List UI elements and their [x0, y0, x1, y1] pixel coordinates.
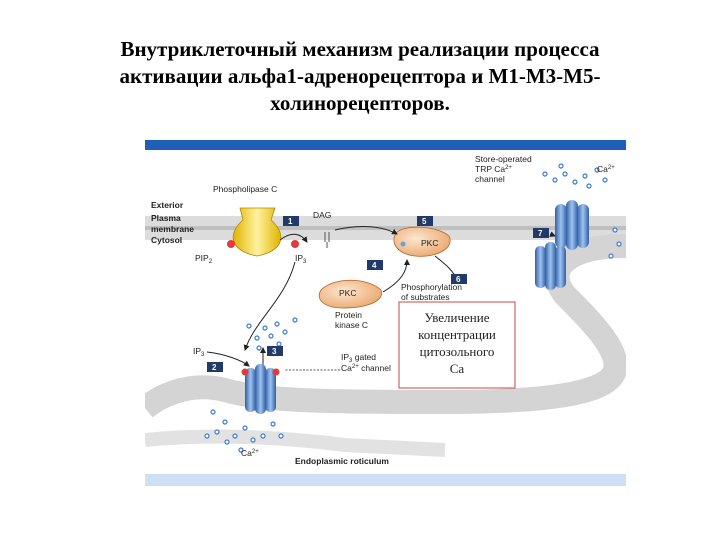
- step-badge-2: 2: [207, 362, 223, 372]
- arrow-store-channel: [549, 231, 556, 237]
- title-line-1: Внутриклеточный механизм реализации проц…: [120, 37, 600, 61]
- arrow-pkc-up: [382, 259, 410, 293]
- calcium-ions: [204, 163, 622, 453]
- label-trp-channel: TRP Ca2+: [475, 164, 512, 174]
- step-badge-6: 6: [451, 274, 467, 284]
- pip2-head: [227, 240, 235, 248]
- figure-top-bar: [145, 140, 626, 150]
- annotation-line-3: цитозольного: [420, 344, 495, 359]
- figure-bottom-bar: [145, 474, 626, 486]
- ip3-head: [291, 240, 299, 248]
- arrow-ip3-channel: [206, 351, 250, 367]
- annotation-line-2: концентрации: [418, 327, 496, 342]
- label-store-operated: Store-operated: [475, 154, 532, 164]
- label-phospholipase-c: Phospholipase C: [213, 184, 277, 194]
- pkc-membrane: [393, 226, 451, 257]
- label-ip3-left: IP3: [193, 346, 205, 358]
- label-pkc-cytosol: PKC: [339, 288, 356, 298]
- annotation-line-4: Са: [450, 361, 465, 376]
- label-ca-channel: Ca2+ channel: [341, 363, 391, 373]
- arrow-plc-ip3: [279, 233, 308, 243]
- step-5: 5: [422, 217, 427, 226]
- label-ca-bottom: Ca2+: [241, 448, 259, 458]
- label-dag: DAG: [313, 210, 331, 220]
- step-badge-1: 1: [283, 216, 299, 226]
- label-exterior: Exterior: [151, 200, 184, 210]
- store-operated-channel-lower: [535, 242, 566, 290]
- label-substrates: of substrates: [401, 292, 450, 302]
- arrow-dag-pkc: [334, 226, 398, 235]
- signaling-diagram: 1 2 3 4 5 6 7 Phospholipase C Exterior P…: [145, 140, 626, 486]
- calcium-increase-annotation: Увеличение концентрации цитозольного Са: [398, 301, 516, 389]
- title-line-3: холинорецепторов.: [270, 91, 450, 115]
- store-operated-channel-upper: [555, 200, 589, 250]
- label-channel: channel: [475, 174, 505, 184]
- dag-tail: [324, 232, 330, 248]
- label-kinase-c: kinase C: [335, 320, 368, 330]
- step-3: 3: [272, 347, 277, 356]
- step-2: 2: [212, 363, 217, 372]
- membrane-inner-line: [145, 226, 626, 230]
- label-membrane: membrane: [151, 224, 194, 234]
- label-protein: Protein: [335, 310, 362, 320]
- ip3-gated-channel: [241, 364, 280, 414]
- label-ip3-top: IP3: [295, 253, 307, 265]
- step-badge-3: 3: [267, 346, 283, 356]
- step-badge-5: 5: [417, 216, 433, 226]
- label-pkc-membrane: PKC: [421, 238, 438, 248]
- slide-title: Внутриклеточный механизм реализации проц…: [60, 36, 660, 117]
- er-lumen-floor: [145, 429, 446, 457]
- step-7: 7: [538, 229, 543, 238]
- label-pip2: PIP2: [195, 253, 213, 265]
- pkc-membrane-site: [400, 241, 406, 247]
- label-phosphorylation: Phosphorylation: [401, 282, 462, 292]
- label-ca-right: Ca2+: [597, 164, 615, 174]
- step-4: 4: [372, 261, 377, 270]
- step-badge-4: 4: [367, 260, 383, 270]
- label-cytosol: Cytosol: [151, 235, 182, 245]
- step-1: 1: [288, 217, 293, 226]
- pkc-cytosol: [318, 279, 382, 309]
- figure-background: [145, 140, 626, 486]
- label-endoplasmic-reticulum: Endoplasmic roticulum: [295, 456, 389, 466]
- label-ip3-gated: IP3 gated: [341, 352, 376, 364]
- annotation-line-1: Увеличение: [424, 310, 489, 325]
- step-6: 6: [456, 275, 461, 284]
- arrow-ip3-down: [243, 261, 296, 351]
- label-plasma: Plasma: [151, 213, 181, 223]
- step-badge-7: 7: [533, 228, 549, 238]
- phospholipase-c: [232, 207, 282, 257]
- title-line-2: активации альфа1-адренорецептора и М1-М3…: [119, 64, 601, 88]
